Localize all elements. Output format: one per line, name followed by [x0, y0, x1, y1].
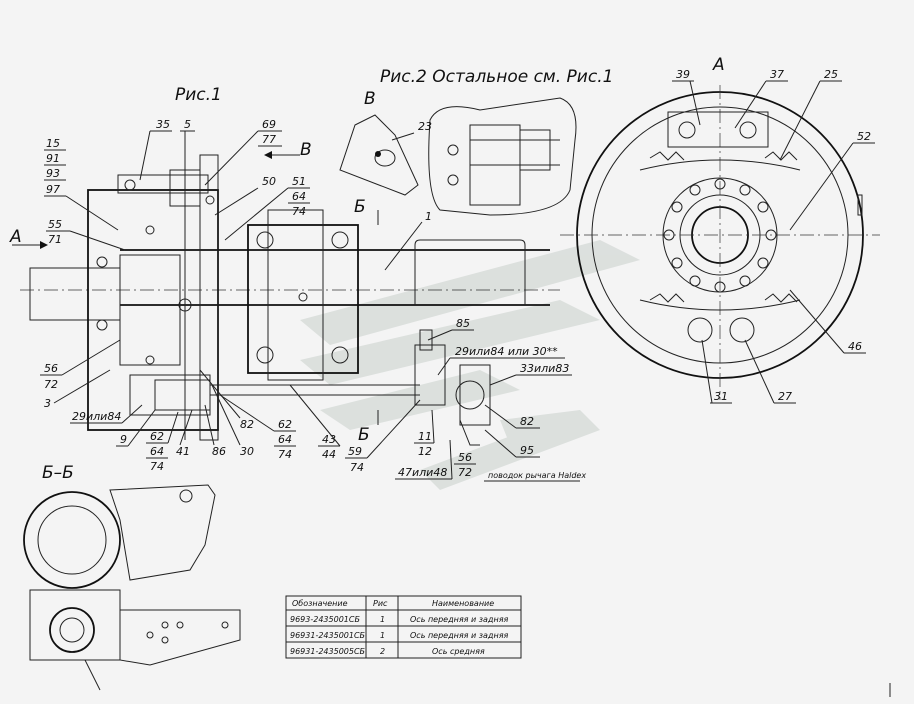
- callout-72b: 72: [458, 466, 472, 479]
- section-title: Б–Б: [42, 463, 74, 483]
- callout-77: 77: [262, 133, 276, 146]
- callout-27: 27: [778, 390, 792, 403]
- callout-35: 35: [156, 118, 170, 131]
- callout-29a: 29или84: [72, 410, 121, 423]
- callout-37: 37: [770, 68, 784, 81]
- table-cell: Ось средняя: [432, 647, 485, 656]
- view-b-title: В: [364, 89, 376, 109]
- callout-74c: 74: [278, 448, 292, 461]
- callout-33: 33или83: [520, 362, 569, 375]
- callout-62b: 62: [278, 418, 292, 431]
- callout-74a: 74: [292, 205, 306, 218]
- callout-31: 31: [714, 390, 728, 403]
- view-b-detail: [339, 114, 419, 196]
- callout-82b: 82: [520, 415, 534, 428]
- section-bb: [23, 484, 891, 697]
- callout-86: 86: [212, 445, 226, 458]
- fig1-assembly: Б Б А В: [9, 140, 560, 446]
- callout-72a: 72: [44, 378, 58, 391]
- callout-41: 41: [176, 445, 190, 458]
- view-b-arrow: В: [300, 140, 312, 160]
- callout-91: 91: [46, 152, 60, 165]
- callout-71: 71: [48, 233, 62, 246]
- callout-74d: 74: [350, 461, 364, 474]
- table-cell: 96931-2435001СБ: [290, 631, 366, 640]
- callout-5: 5: [184, 118, 191, 131]
- callout-82a: 82: [240, 418, 254, 431]
- callout-85: 85: [456, 317, 470, 330]
- holdex-label: поводок рычага Haldex: [488, 471, 586, 480]
- callout-64c: 64: [278, 433, 292, 446]
- callout-62a: 62: [150, 430, 164, 443]
- callout-15: 15: [46, 137, 60, 150]
- callout-50: 50: [262, 175, 276, 188]
- callout-23: 23: [418, 120, 432, 133]
- callout-12: 12: [418, 445, 432, 458]
- table-header-name: Наименование: [432, 599, 494, 608]
- table-cell: 1: [380, 615, 385, 624]
- callout-43: 43: [322, 433, 336, 446]
- table-header-designation: Обозначение: [292, 599, 348, 608]
- callout-46: 46: [848, 340, 862, 353]
- table-header-fig: Рис: [373, 599, 388, 608]
- callout-69: 69: [262, 118, 276, 131]
- callout-52: 52: [857, 130, 871, 143]
- callout-29b: 29или84 или 30**: [455, 345, 558, 358]
- callout-59: 59: [348, 445, 362, 458]
- fig2-title: Рис.2 Остальное см. Рис.1: [380, 67, 613, 87]
- callout-44: 44: [322, 448, 336, 461]
- table-cell: 9693-2435001СБ: [290, 615, 360, 624]
- callout-64b: 64: [150, 445, 164, 458]
- callout-47: 47или48: [398, 466, 447, 479]
- table-cell: Ось передняя и задняя: [410, 615, 509, 624]
- callout-56b: 56: [458, 451, 472, 464]
- view-a-title: А: [712, 55, 725, 75]
- callout-55: 55: [48, 218, 62, 231]
- callout-1: 1: [425, 210, 432, 223]
- table-cell: Ось передняя и задняя: [410, 631, 509, 640]
- cut-label-bottom: Б: [358, 425, 370, 445]
- callouts: 15 91 93 97 55 71 35 5 69 77 50 51 64 74…: [40, 68, 875, 482]
- cut-label-top: Б: [354, 197, 366, 217]
- callout-56a: 56: [44, 362, 58, 375]
- table-cell: 1: [380, 631, 385, 640]
- callout-25: 25: [824, 68, 838, 81]
- view-a-arrow: А: [9, 227, 22, 247]
- parts-table: Обозначение Рис Наименование 9693-243500…: [285, 595, 522, 659]
- callout-11: 11: [418, 430, 432, 443]
- callout-95: 95: [520, 444, 534, 457]
- fig2-detail: [428, 97, 577, 216]
- brake-drum-view: [560, 85, 880, 400]
- callout-74b: 74: [150, 460, 164, 473]
- callout-64a: 64: [292, 190, 306, 203]
- callout-9: 9: [120, 433, 127, 446]
- callout-93: 93: [46, 167, 60, 180]
- table-cell: 96931-2435005СБ: [290, 647, 366, 656]
- callout-30: 30: [240, 445, 254, 458]
- callout-39: 39: [676, 68, 690, 81]
- table-cell: 2: [380, 647, 385, 656]
- callout-51: 51: [292, 175, 306, 188]
- callout-97: 97: [46, 183, 60, 196]
- fig1-title: Рис.1: [175, 85, 222, 105]
- callout-3: 3: [44, 397, 51, 410]
